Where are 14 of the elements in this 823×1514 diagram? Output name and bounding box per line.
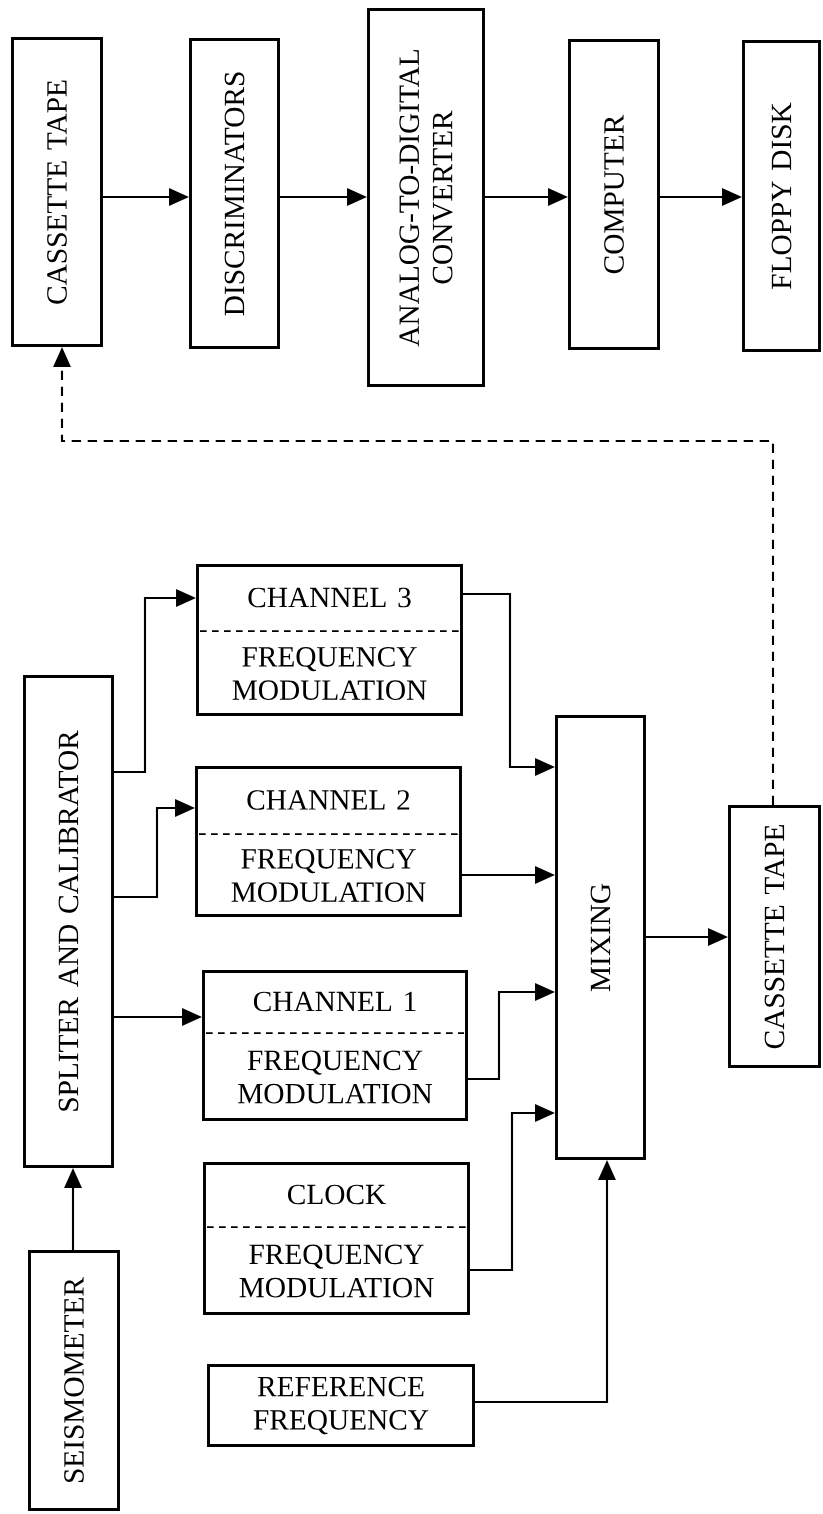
block-box: MIXING (555, 715, 646, 1160)
channel-box: CHANNEL 3 FREQUENCY MODULATION (196, 564, 463, 716)
block-box: CASSETTE TAPE (728, 805, 821, 1068)
block-box: COMPUTER (568, 39, 660, 350)
block-box: FLOPPY DISK (742, 40, 821, 352)
block-box: REFERENCE FREQUENCY (207, 1364, 475, 1447)
block-box: SPLITER AND CALIBRATOR (23, 675, 114, 1168)
block-box: CASSETTE TAPE (11, 37, 103, 347)
block-box: ANALOG-TO-DIGITAL CONVERTER (367, 8, 485, 387)
block-box: SEISMOMETER (28, 1250, 120, 1511)
channel-box: CHANNEL 2 FREQUENCY MODULATION (195, 766, 462, 917)
block-box: DISCRIMINATORS (189, 38, 280, 349)
channel-box: CLOCK FREQUENCY MODULATION (203, 1162, 470, 1315)
channel-box: CHANNEL 1 FREQUENCY MODULATION (202, 970, 468, 1121)
